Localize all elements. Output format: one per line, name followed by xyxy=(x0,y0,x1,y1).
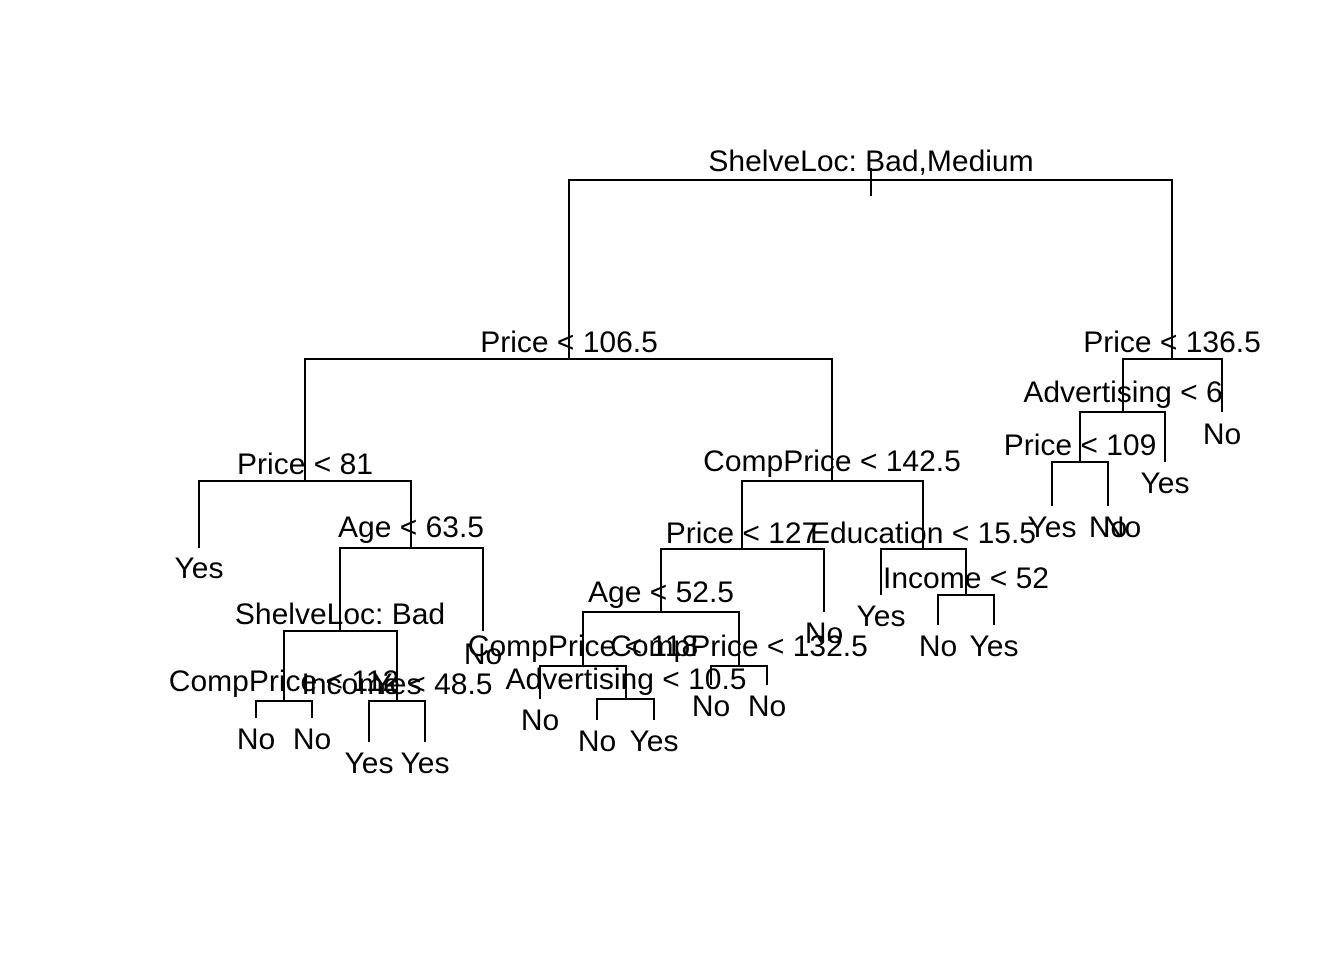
split-label-root: ShelveLoc: Bad,Medium xyxy=(708,145,1033,178)
leaf-label-l18: Yes xyxy=(970,630,1019,663)
split-label-n18: CompPrice < 118 xyxy=(468,630,698,663)
split-label-n13: Age < 52.5 xyxy=(588,576,734,609)
branch-n10 xyxy=(660,548,825,612)
branch-n12 xyxy=(283,630,398,701)
split-label-n10: Price < 127 xyxy=(666,517,819,550)
leaf-label-l9: No xyxy=(237,723,275,756)
leaf-label-l6: No xyxy=(805,617,843,650)
leaf-label-l8: Yes xyxy=(1028,511,1077,544)
branch-n6 xyxy=(1079,411,1166,462)
split-label-n20: Advertising < 10.5 xyxy=(506,663,747,696)
leaf-label-l1: Yes xyxy=(175,552,224,585)
branch-n13 xyxy=(582,611,740,666)
leaf-label-l14: No xyxy=(748,690,786,723)
split-label-n11: Education < 15.5 xyxy=(810,517,1036,550)
leaf-label-l3: No xyxy=(1203,418,1241,451)
leaf-label-l16: No xyxy=(578,725,616,758)
leaf-label-l15: Yes xyxy=(401,747,450,780)
leaf-label-l7: Yes xyxy=(857,600,906,633)
split-label-n12: ShelveLoc: Bad xyxy=(235,598,445,631)
leaf-label-l2: No xyxy=(464,638,502,671)
branch-n16 xyxy=(255,700,313,718)
leaf-label-l12: No xyxy=(521,704,559,737)
branch-n11 xyxy=(880,548,967,595)
branch-n2 xyxy=(304,358,833,481)
leaf-label-l20: Yes xyxy=(373,668,422,701)
leaf-label-l4: Yes xyxy=(1141,467,1190,500)
split-label-n19: CompPrice < 132.5 xyxy=(610,630,868,663)
leaf-label-l21: No xyxy=(1103,511,1141,544)
leaf-label-l17: Yes xyxy=(630,725,679,758)
split-label-n6: Advertising < 6 xyxy=(1023,376,1222,409)
branch-n19 xyxy=(710,665,768,685)
tree-branches xyxy=(198,168,1223,742)
branch-n18 xyxy=(539,665,627,699)
split-label-n4: Price < 81 xyxy=(237,448,373,481)
branch-n3 xyxy=(1122,358,1223,412)
branch-n20 xyxy=(596,698,655,720)
split-label-n17: Income < 48.5 xyxy=(302,668,493,701)
leaf-label-l13: No xyxy=(692,690,730,723)
branch-n17 xyxy=(368,700,426,742)
branch-n5 xyxy=(741,480,924,549)
split-label-n3: Price < 136.5 xyxy=(1083,326,1261,359)
branch-root xyxy=(568,179,1173,359)
split-label-n16: CompPrice < 112 xyxy=(169,665,399,698)
split-label-n2: Price < 106.5 xyxy=(480,326,658,359)
leaf-label-l5: No xyxy=(1089,511,1127,544)
branch-n7 xyxy=(1051,461,1109,506)
branch-n4 xyxy=(198,480,412,548)
leaf-label-l19: No xyxy=(919,630,957,663)
branch-n9 xyxy=(339,547,484,631)
split-label-n7: Price < 109 xyxy=(1004,429,1157,462)
leaf-label-l10: No xyxy=(293,723,331,756)
branch-n14 xyxy=(937,594,995,625)
split-label-n9: Age < 63.5 xyxy=(338,511,484,544)
leaf-label-l11: Yes xyxy=(345,747,394,780)
split-label-n14: Income < 52 xyxy=(883,562,1049,595)
split-label-n5: CompPrice < 142.5 xyxy=(703,445,961,478)
